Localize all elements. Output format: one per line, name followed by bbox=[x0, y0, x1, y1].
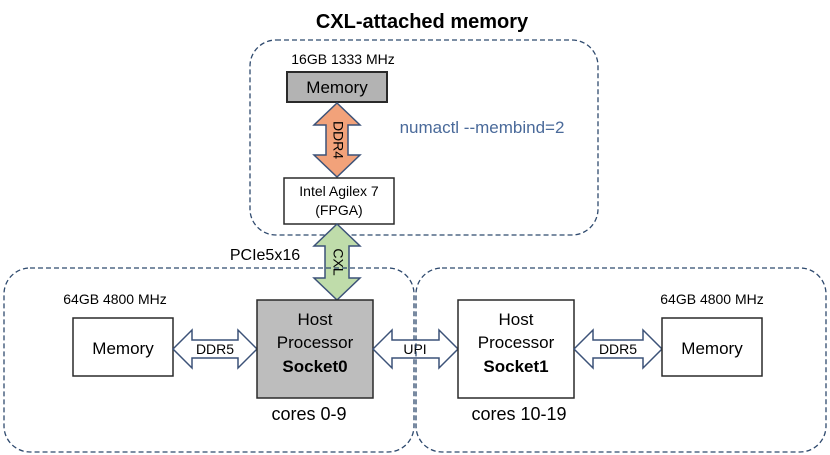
socket0-memory-label: Memory bbox=[92, 339, 154, 358]
socket0-ddr5-label: DDR5 bbox=[196, 341, 234, 357]
socket0-memory-box bbox=[72, 317, 174, 377]
diagram-title: CXL-attached memory bbox=[316, 11, 529, 33]
socket0-processor-box bbox=[256, 299, 374, 399]
socket1-memory-box bbox=[661, 317, 763, 377]
socket1-region-container bbox=[415, 267, 827, 453]
fpga-box bbox=[283, 177, 395, 225]
ddr4-arrow-icon bbox=[312, 101, 362, 179]
socket1-cores: cores 10-19 bbox=[471, 404, 566, 424]
upi-label: UPI bbox=[403, 341, 426, 357]
pcie-label: PCIe5x16 bbox=[230, 247, 300, 264]
socket1-processor-box bbox=[457, 299, 575, 399]
socket0-proc-line2: Processor bbox=[277, 333, 354, 352]
ddr4-link-label: DDR4 bbox=[330, 121, 346, 159]
socket1-memory-label: Memory bbox=[681, 339, 743, 358]
cxl-region-container bbox=[249, 39, 599, 236]
socket1-proc-line3: Socket1 bbox=[483, 357, 548, 376]
fpga-label-line2: (FPGA) bbox=[315, 202, 362, 218]
socket0-memory-spec: 64GB 4800 MHz bbox=[63, 291, 167, 307]
cxl-memory-label: Memory bbox=[306, 78, 368, 97]
fpga-label-line1: Intel Agilex 7 bbox=[299, 183, 379, 199]
socket0-proc-line3: Socket0 bbox=[282, 357, 347, 376]
socket0-cores: cores 0-9 bbox=[271, 404, 346, 424]
socket1-memory-spec: 64GB 4800 MHz bbox=[660, 291, 764, 307]
socket1-proc-line2: Processor bbox=[478, 333, 555, 352]
socket1-ddr5-label: DDR5 bbox=[599, 341, 637, 357]
socket1-proc-line1: Host bbox=[499, 310, 534, 329]
cxl-link-label: CXL bbox=[330, 248, 346, 275]
socket0-region-container bbox=[3, 267, 415, 453]
numactl-command: numactl --membind=2 bbox=[400, 118, 565, 137]
cxl-memory-spec: 16GB 1333 MHz bbox=[291, 51, 395, 67]
socket0-proc-line1: Host bbox=[298, 310, 333, 329]
